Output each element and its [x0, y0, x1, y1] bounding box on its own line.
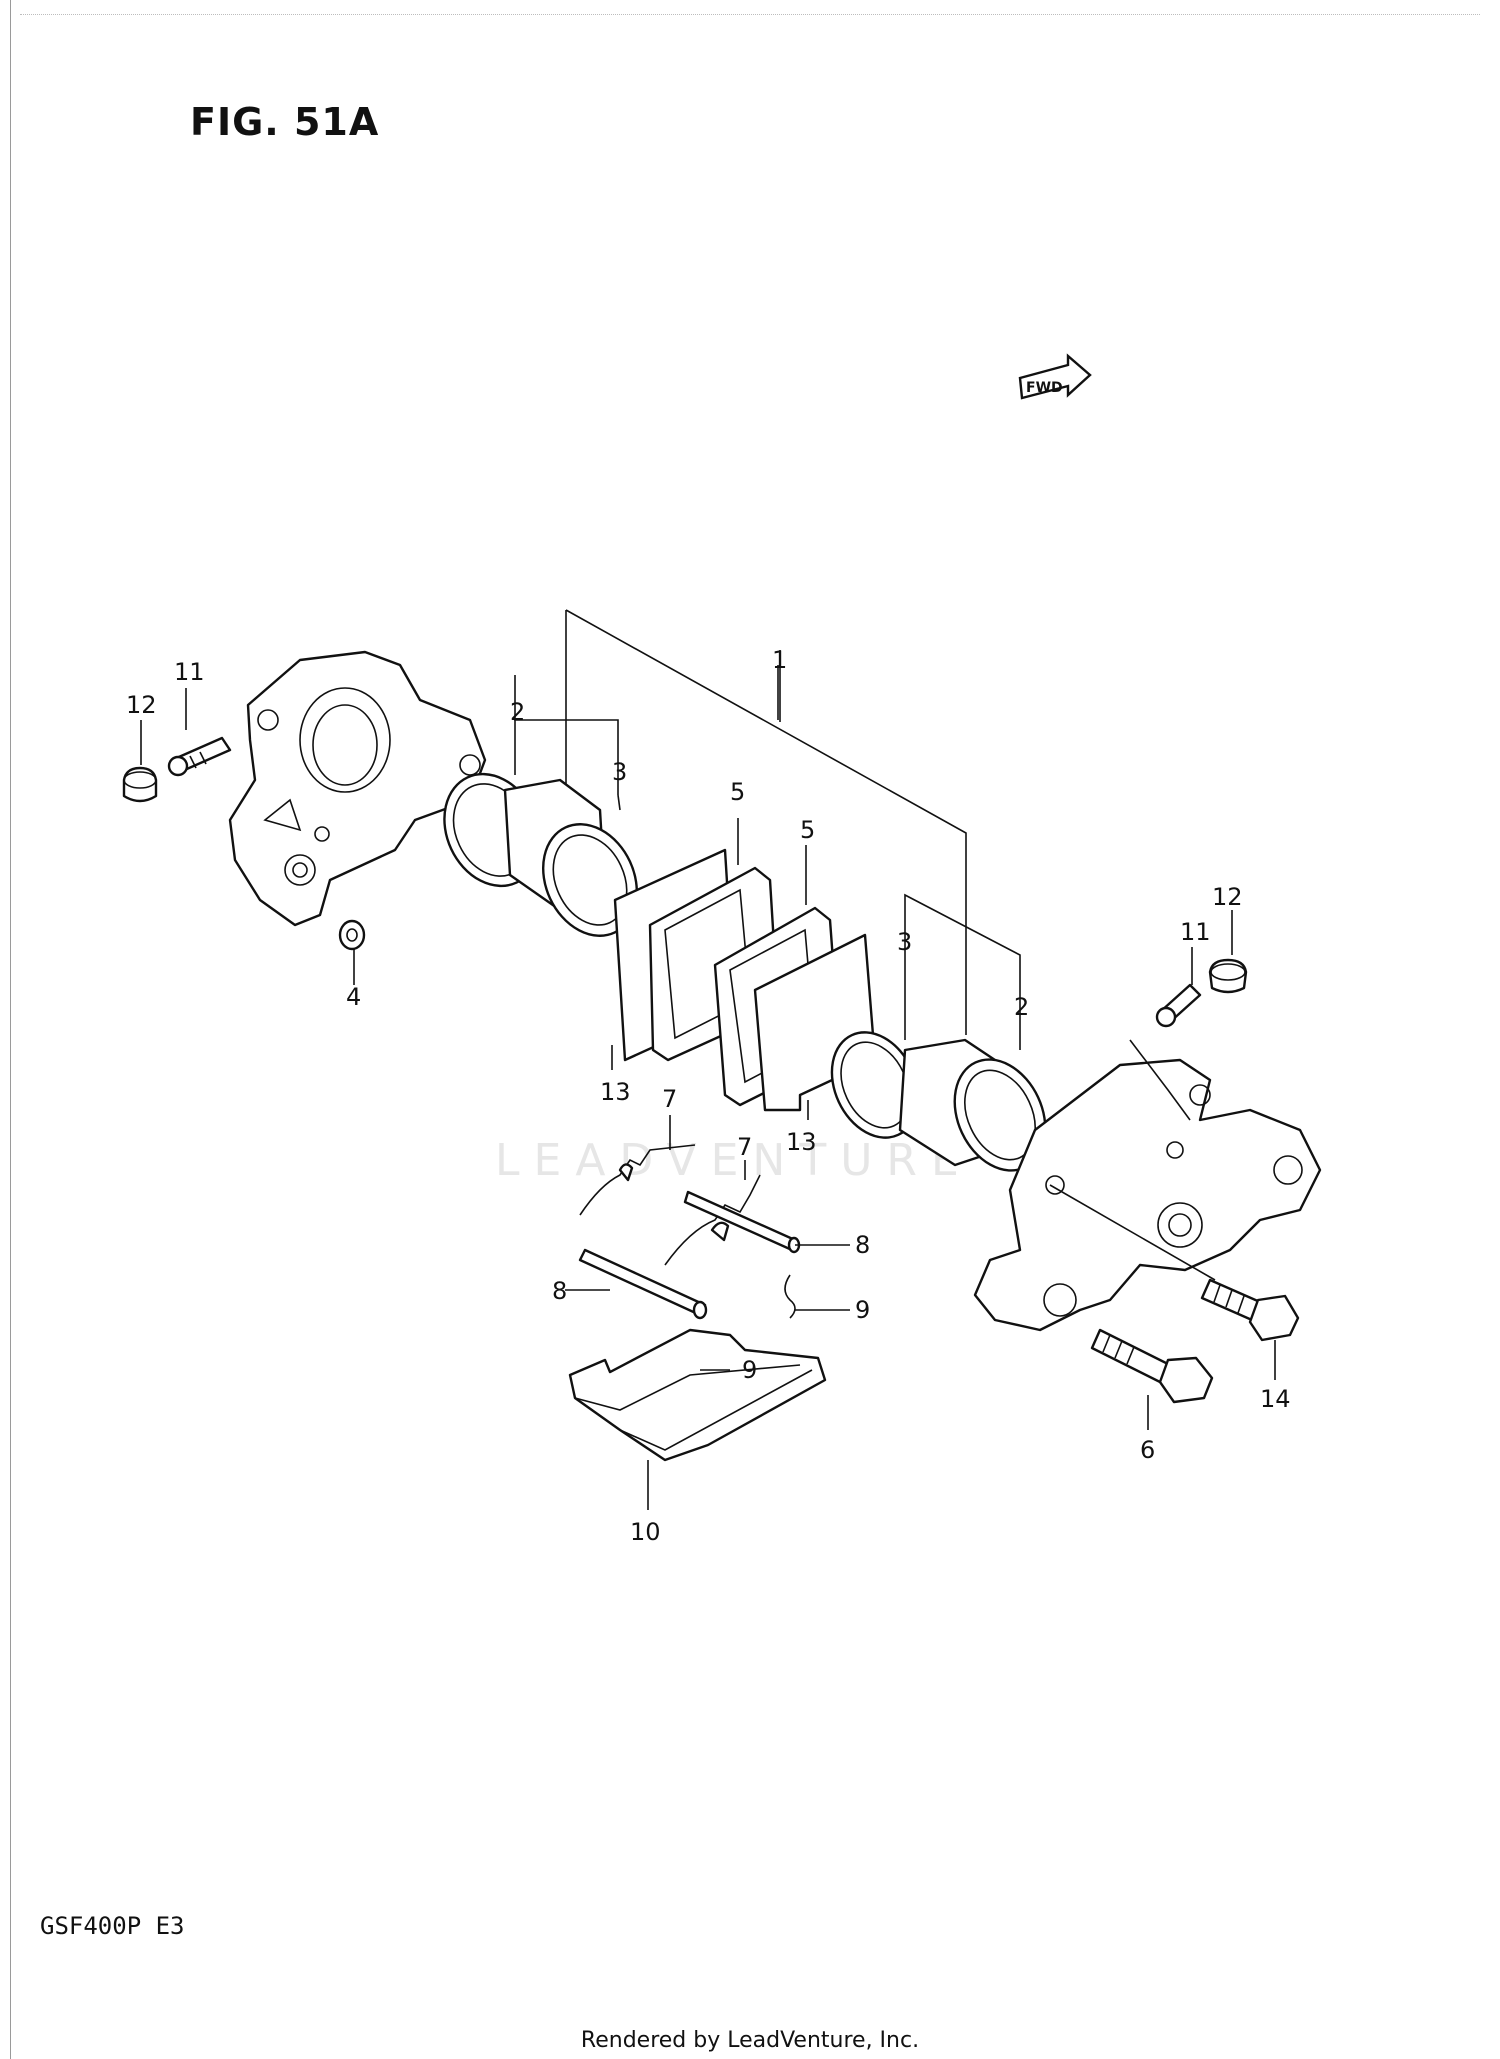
- callout-3-left: 3: [612, 758, 627, 786]
- bolt-6: [1090, 1328, 1214, 1404]
- callout-8-right: 8: [855, 1231, 870, 1259]
- bolt-14: [1200, 1278, 1300, 1342]
- right-piston-set: [830, 1031, 1047, 1172]
- footer-credit: Rendered by LeadVenture, Inc.: [580, 2028, 920, 2053]
- pin-clip-upper: [784, 1274, 796, 1319]
- figure-title: FIG. 51A: [190, 100, 380, 144]
- leader-lines: [140, 665, 1276, 1510]
- callout-6: 6: [1140, 1436, 1155, 1464]
- left-piston-set: [443, 772, 639, 937]
- bleeder-leader: [1129, 1039, 1191, 1121]
- scan-top-edge: [20, 14, 1480, 15]
- left-caliper-body: [228, 650, 487, 927]
- caliper-cover: [568, 1328, 827, 1462]
- pad-pin-lower: [578, 1248, 708, 1320]
- callout-14: 14: [1260, 1385, 1291, 1413]
- callout-13-left: 13: [600, 1078, 631, 1106]
- callout-13-right: 13: [786, 1128, 817, 1156]
- callout-7-lower: 7: [737, 1133, 752, 1161]
- callout-7-upper: 7: [662, 1085, 677, 1113]
- callout-9-left: 9: [742, 1356, 757, 1384]
- callout-11-left: 11: [174, 658, 205, 686]
- pad-spring-lower: [664, 1174, 761, 1266]
- callout-5-right: 5: [800, 816, 815, 844]
- callout-11-right: 11: [1180, 918, 1211, 946]
- callout-9-right: 9: [855, 1296, 870, 1324]
- pad-spring-upper: [579, 1144, 696, 1216]
- callout-10: 10: [630, 1518, 661, 1546]
- callout-5-left: 5: [730, 778, 745, 806]
- callout-4: 4: [346, 983, 361, 1011]
- left-bleeder-cap: [122, 766, 158, 803]
- right-bleeder-screw: [1155, 983, 1202, 1028]
- callout-2-right: 2: [1014, 993, 1029, 1021]
- callout-3-right: 3: [897, 928, 912, 956]
- bolt-14-axis: [1049, 1184, 1216, 1281]
- callout-12-right: 12: [1212, 883, 1243, 911]
- left-bleeder-screw: [167, 736, 232, 777]
- fwd-arrow-icon: FWD: [1018, 353, 1092, 400]
- model-code: GSF400P E3: [40, 1912, 185, 1940]
- fwd-label: FWD: [1026, 380, 1063, 396]
- assembly-bracket: [565, 609, 967, 1035]
- callout-labels: 1 2 3 5 5 3 2 11 12 4 13 13 11 12 7 7 8 …: [126, 646, 1291, 1546]
- pad-pin-upper: [683, 1190, 801, 1254]
- callout-12-left: 12: [126, 691, 157, 719]
- callout-2-left: 2: [510, 698, 525, 726]
- page-border-line: [10, 0, 11, 2059]
- watermark-text: LEADVENTURE: [495, 1135, 973, 1186]
- left-washer: [338, 919, 366, 951]
- right-bleeder-cap: [1208, 958, 1248, 994]
- callout-1: 1: [772, 646, 787, 674]
- callout-8-left: 8: [552, 1277, 567, 1305]
- right-caliper-body: [973, 1058, 1322, 1332]
